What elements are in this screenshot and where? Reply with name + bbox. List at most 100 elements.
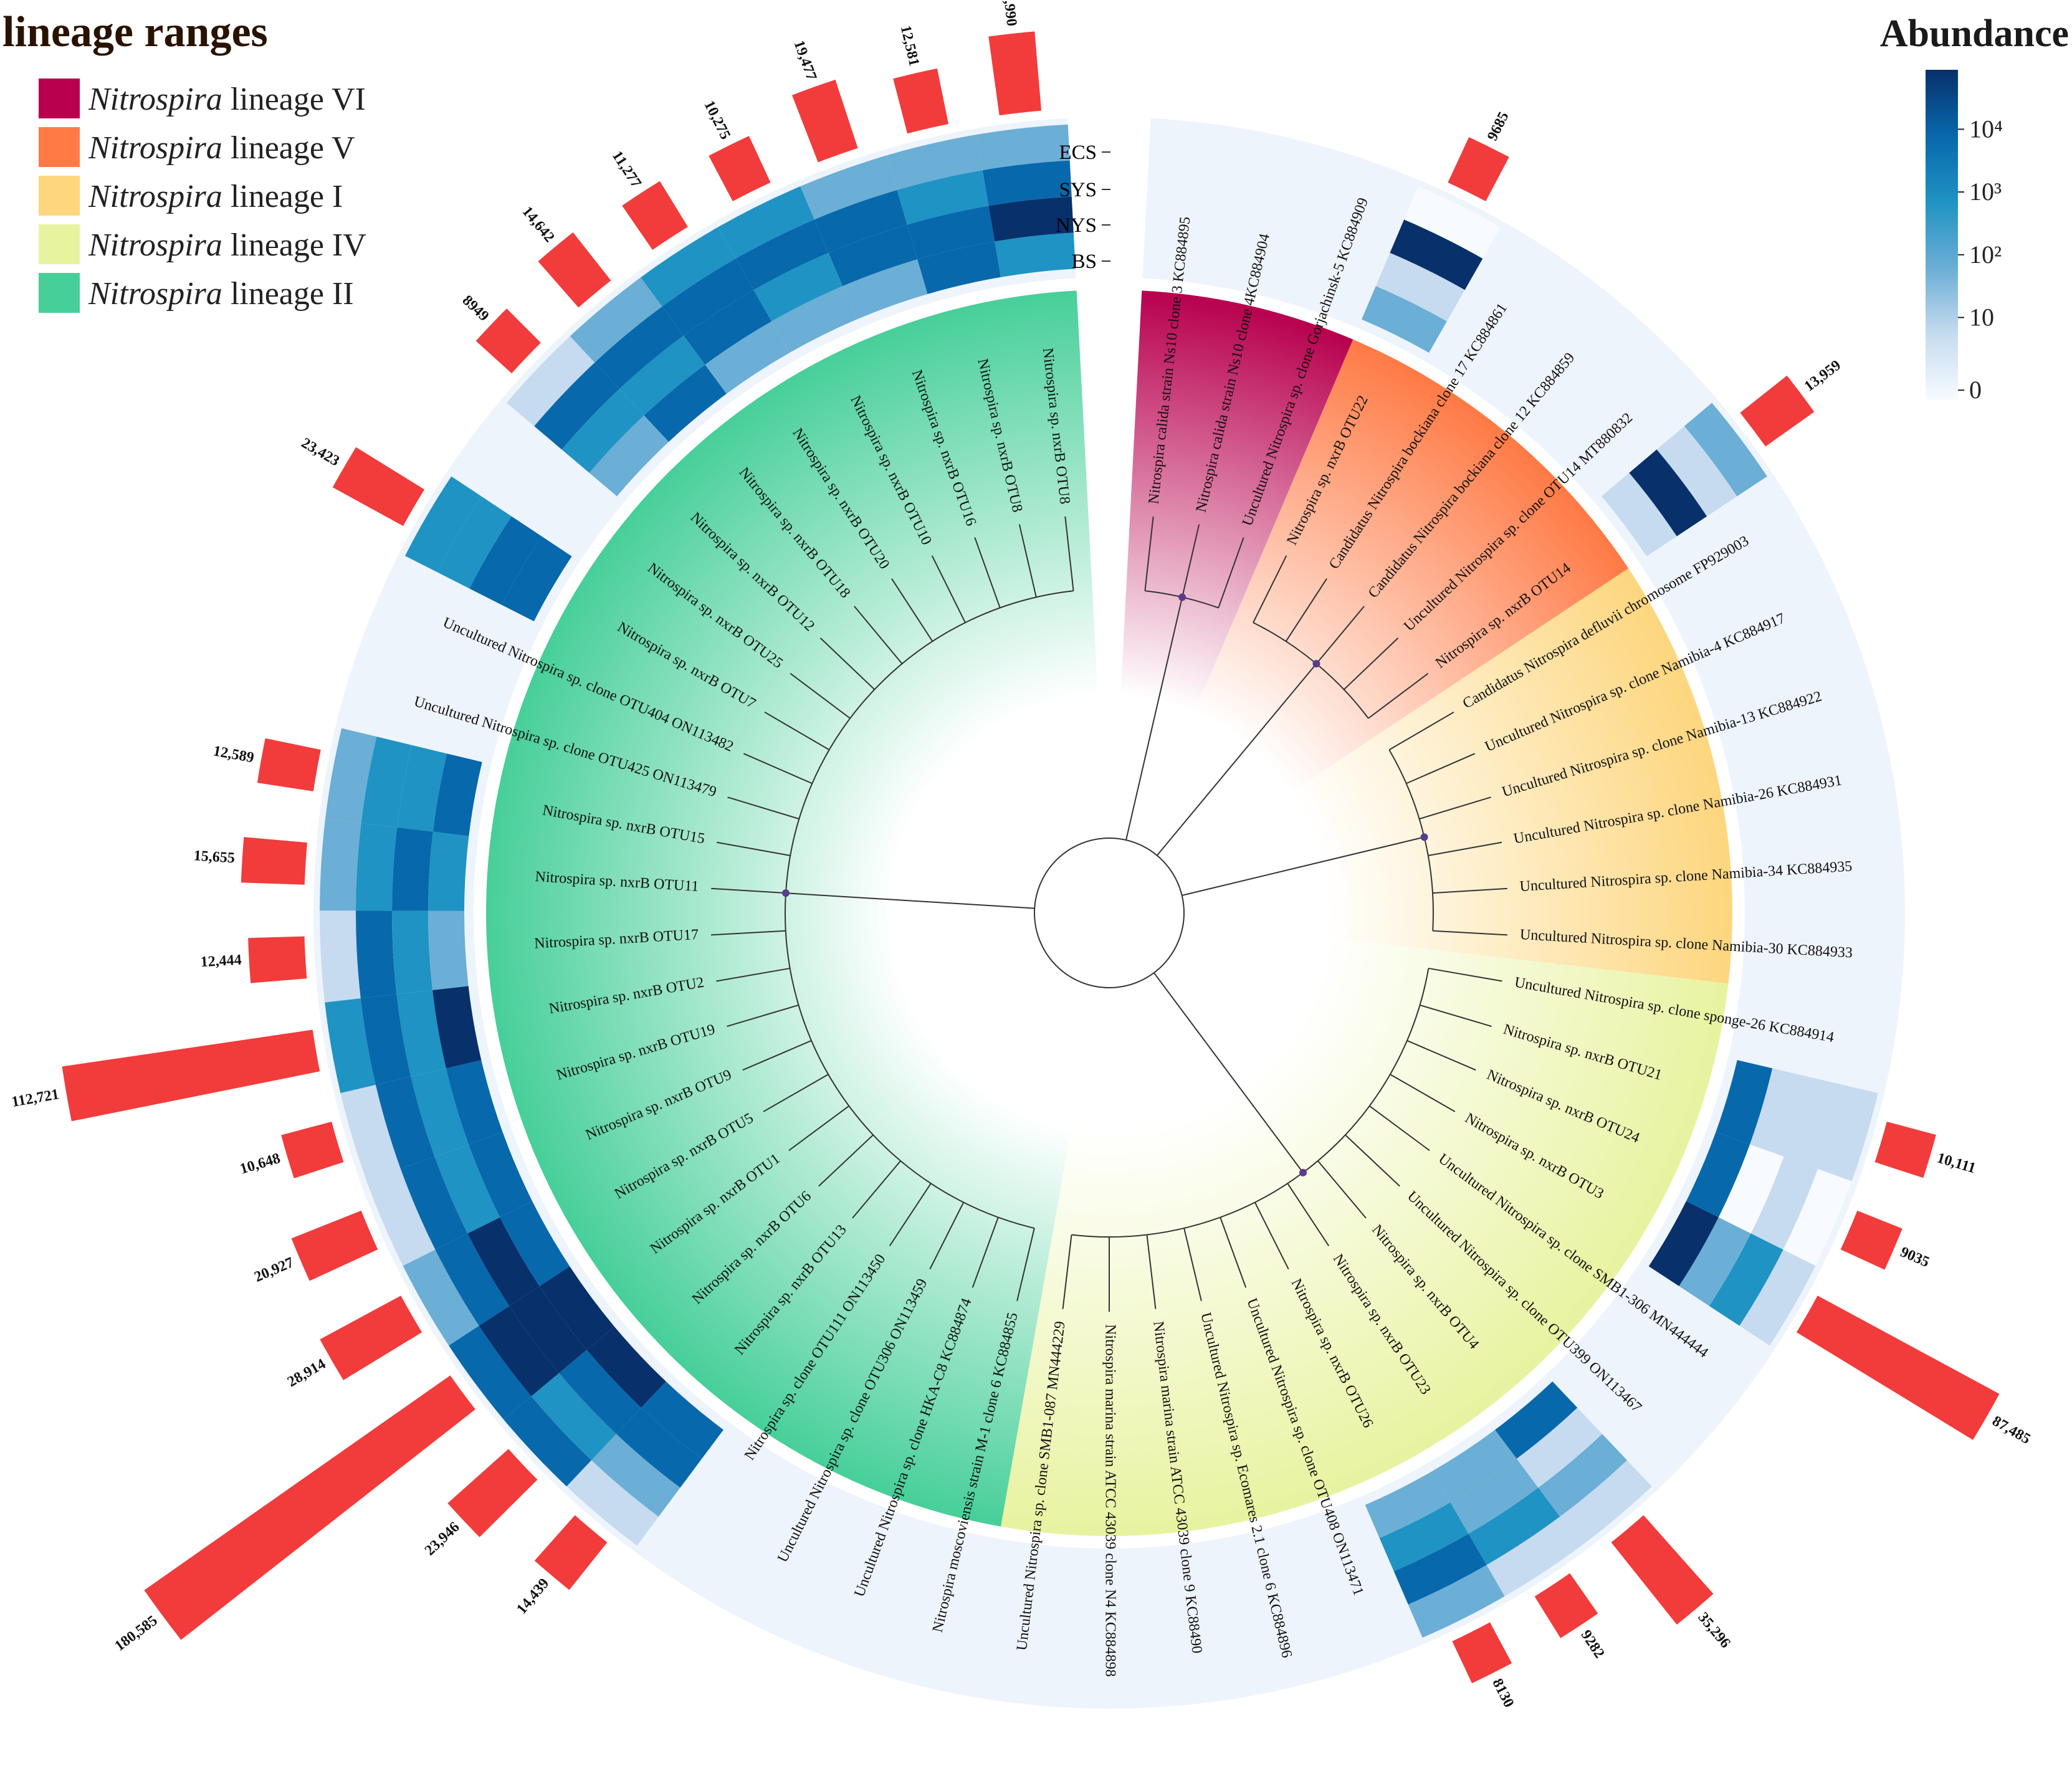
bar-value-label: 9035 [1898, 1244, 1931, 1271]
branch [1406, 1039, 1476, 1071]
branch [764, 711, 830, 751]
branch [1388, 711, 1454, 751]
heatmap-cell [479, 1305, 560, 1396]
bar-value-label: 23,423 [298, 435, 342, 470]
heatmap-cell [356, 823, 398, 911]
branch [743, 753, 813, 785]
branch [788, 1105, 849, 1152]
heatmap-cell [400, 1157, 468, 1250]
heatmap-cell [982, 160, 1072, 206]
heatmap-cell [403, 1249, 479, 1346]
heatmap-cell [887, 135, 983, 190]
heatmap-cell [449, 1325, 532, 1420]
row-label-ecs: ECS [1059, 141, 1097, 164]
branch [1428, 841, 1502, 857]
heatmap-cell [644, 365, 727, 442]
abundance-bar [538, 232, 611, 308]
heatmap-cell [1629, 449, 1707, 537]
heatmap-cell [1783, 1168, 1852, 1266]
abundance-bar [709, 136, 771, 201]
heatmap-cell [1749, 1068, 1808, 1157]
branch [819, 637, 876, 690]
abundance-bar [622, 181, 688, 250]
bar-value-label: 8130 [1489, 1676, 1517, 1711]
abundance-bar [1874, 1121, 1936, 1178]
branch [727, 796, 800, 820]
heatmap-cell [589, 415, 669, 497]
branch [929, 1202, 965, 1270]
branch [1390, 1074, 1456, 1112]
heatmap-cell [375, 1076, 435, 1169]
abundance-bar [291, 1210, 378, 1281]
lineage-sector [1114, 339, 1629, 906]
node [781, 889, 790, 897]
abundance-bar [257, 738, 321, 791]
heatmap-cell [1516, 1407, 1603, 1488]
abundance-bar [1452, 1622, 1512, 1684]
heatmap-cell [1709, 1233, 1783, 1326]
heatmap-cell [1379, 1502, 1469, 1572]
legend-swatch [39, 127, 80, 167]
branch [785, 892, 1035, 909]
heatmap-cell [392, 910, 433, 995]
heatmap-cell [320, 910, 361, 1003]
heatmap-cell [411, 1068, 469, 1157]
colorbar-title: Abundance [1880, 12, 2069, 55]
heatmap-cell [828, 224, 918, 287]
branch [1285, 578, 1327, 642]
branch [1064, 516, 1074, 591]
heatmap-cell [396, 990, 446, 1077]
heatmap-cell [1390, 219, 1483, 290]
heatmap-cell [641, 227, 736, 307]
heatmap-cell [1718, 1144, 1784, 1234]
branch [1146, 1234, 1157, 1309]
heatmap-cell [705, 321, 790, 394]
heatmap-cell [539, 1266, 615, 1350]
branch [1220, 1217, 1247, 1288]
abundance-bar [1448, 137, 1509, 201]
heatmap-cell [1818, 1084, 1878, 1181]
branch [742, 1039, 812, 1071]
lineage-sectors [485, 290, 1732, 1536]
branch [1433, 930, 1508, 936]
branch [1018, 524, 1037, 598]
abundance-bar [988, 31, 1042, 116]
bar-value-label: 9685 [1484, 109, 1512, 143]
bar-value-label: 13,959 [1802, 357, 1844, 394]
bar-value-label: 35,296 [1694, 1610, 1733, 1651]
row-label-sys: SYS [1059, 179, 1097, 201]
abundance-bar [447, 1449, 538, 1537]
heatmap-cell [428, 910, 469, 990]
heatmap-cell [404, 476, 482, 573]
heatmap-cell [800, 155, 897, 220]
heatmap-cell [1750, 1157, 1818, 1250]
heatmap-cell [397, 745, 447, 832]
heatmap-cell [467, 1217, 540, 1306]
bar-value-label: 10,648 [238, 1150, 282, 1178]
branch [891, 578, 933, 642]
heatmap-cell [502, 536, 572, 621]
legend-swatch [39, 273, 80, 313]
bar-value-label: 11,277 [609, 148, 644, 191]
lineage-sector [1001, 914, 1729, 1536]
branch [711, 887, 786, 894]
heatmap-cell [366, 1168, 436, 1266]
bar-value-label: 22,990 [999, 0, 1019, 27]
heatmap-cell [1393, 1534, 1487, 1605]
legend: lineage ranges Nitrospira lineage VINitr… [2, 8, 366, 313]
lineage-sector [485, 290, 1109, 1527]
heatmap-cell [976, 124, 1070, 171]
branch [727, 1004, 799, 1028]
heatmap-cell [753, 252, 843, 322]
lineage-sector [1119, 568, 1732, 984]
colorbar-tick: 10 [1969, 303, 1994, 332]
heatmap-cell [1739, 1249, 1816, 1346]
heatmap-cell [814, 189, 907, 253]
bar-value-label: 180,585 [112, 1613, 160, 1654]
heatmap-cell [1716, 1060, 1773, 1145]
branch [1369, 1105, 1430, 1152]
abundance-bar [1611, 1515, 1714, 1625]
bar-value-label: 23,946 [422, 1519, 463, 1559]
